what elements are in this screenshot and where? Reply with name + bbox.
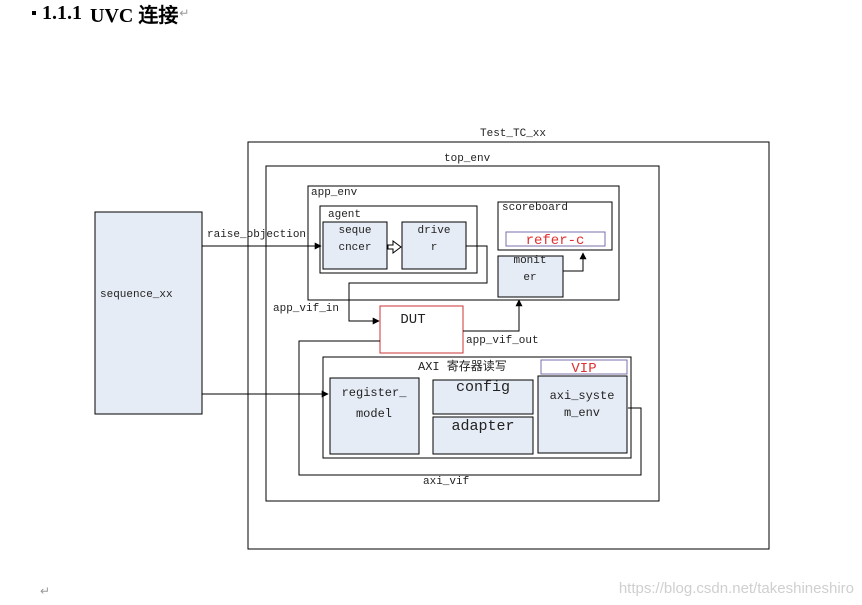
app-vif-out-label: app_vif_out [466,335,539,347]
sequence-block [94,211,203,415]
register-model-block [329,377,420,455]
scoreboard-label: scoreboard [502,202,568,214]
vip-box [540,359,628,375]
register-model-label-line2: model [356,407,392,421]
scoreboard-box [497,201,613,251]
axi-vif-label: axi_vif [423,476,469,488]
monitor-label-line1: monit [513,255,546,267]
paragraph-mark-icon: ↵ [179,5,190,20]
axi-vif-wire [298,340,642,476]
dut-block [379,305,464,354]
top-env-box [265,165,660,502]
axi-title-label: AXI 寄存器读写 [418,358,507,374]
section-number: 1.1.1 [42,1,82,24]
raise-objection-label: raise_objection [207,229,306,241]
agent-box [319,205,478,274]
sequencer-label-line1: seque [338,225,371,237]
section-heading: 1.1.1 UVC 连接 ↵ [32,0,190,27]
refer-box [505,231,606,247]
axi-system-env-label-line1: axi_syste [550,389,615,403]
axi-system-env-label-line2: m_env [564,406,600,420]
app-vif-in-label: app_vif_in [273,303,339,315]
sequence-label: sequence_xx [100,289,173,301]
app-env-box [307,185,620,301]
dut-label: DUT [400,312,425,328]
monitor-block [497,255,564,298]
sequencer-block [322,221,388,270]
axi-system-env-block [537,375,628,454]
top-env-label: top_env [444,153,491,165]
paragraph-mark-icon: ↵ [40,584,51,598]
driver-label-line2: r [431,242,438,254]
monitor-to-scoreboard-arrow [563,252,587,272]
sequencer-label-line2: cncer [338,242,371,254]
watermark: https://blog.csdn.net/takeshineshiro [618,580,854,597]
monitor-label-line2: er [523,272,536,284]
test-tc-box [247,141,770,550]
driver-label-line1: drive [417,225,450,237]
axi-container-box [322,356,632,459]
driver-block [401,221,467,270]
config-block [432,379,534,415]
adapter-label: adapter [451,418,514,435]
adapter-block [432,416,534,455]
section-title: UVC 连接 [90,4,179,27]
config-label: config [456,379,510,396]
test-tc-label: Test_TC_xx [480,128,546,140]
refer-label: refer-c [526,233,585,249]
sequencer-driver-arrow-icon [387,240,402,254]
driver-to-dut-wire [348,245,488,325]
dut-to-monitor-wire [463,299,523,332]
agent-label: agent [328,209,361,221]
register-model-label-line1: register_ [342,386,408,400]
app-env-label: app_env [311,187,358,199]
bullet-icon [32,11,36,15]
vip-label: VIP [571,361,596,377]
